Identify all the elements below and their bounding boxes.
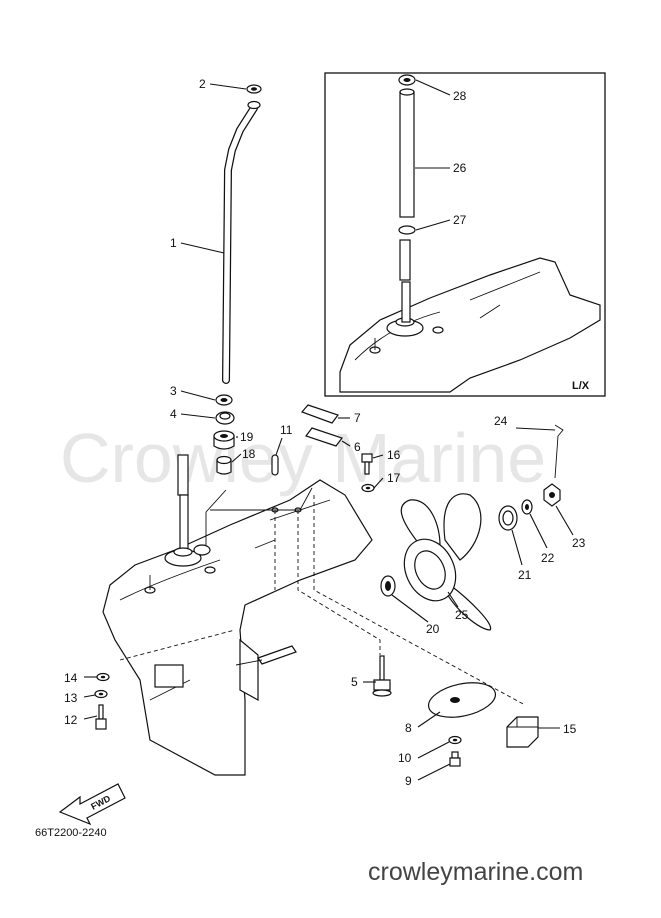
- anode: [506, 716, 560, 748]
- bolt-16-17: [361, 453, 384, 493]
- callout-11: 11: [280, 423, 293, 437]
- part-code-label: 66T2200-2240: [35, 827, 107, 839]
- callout-15: 15: [563, 722, 577, 736]
- callout-10: 10: [398, 751, 412, 765]
- callout-24: 24: [494, 414, 508, 428]
- bolt-12-13-14: [83, 672, 110, 730]
- callout-26: 26: [453, 161, 467, 175]
- callout-7: 7: [354, 411, 361, 425]
- callout-23: 23: [572, 536, 586, 550]
- callout-6: 6: [354, 440, 361, 454]
- callout-1: 1: [170, 236, 177, 250]
- seal-parts: [180, 411, 242, 475]
- water-tube-assembly: [180, 83, 262, 406]
- callout-4: 4: [170, 407, 177, 421]
- bolt-9-10: [417, 735, 462, 781]
- callout-12: 12: [64, 713, 78, 727]
- callout-5: 5: [351, 675, 358, 689]
- plate-parts: [300, 404, 351, 447]
- callout-13: 13: [64, 691, 78, 705]
- callout-8: 8: [405, 721, 412, 735]
- watermark-text: Crowley Marine: [60, 419, 546, 497]
- propeller: [400, 493, 492, 631]
- prop-nut-set: [498, 424, 574, 566]
- callout-20: 20: [426, 622, 440, 636]
- callout-9: 9: [405, 774, 412, 788]
- footer-url: crowleymarine.com: [368, 858, 583, 886]
- callout-14: 14: [64, 671, 78, 685]
- callout-18: 18: [242, 447, 256, 461]
- callout-19: 19: [240, 430, 254, 444]
- trim-tab: [417, 682, 497, 728]
- inset-lx-box: L/X: [324, 72, 606, 397]
- callout-2: 2: [199, 77, 206, 91]
- thrust-washer: [380, 575, 429, 623]
- callout-21: 21: [518, 568, 532, 582]
- inset-lx-label: L/X: [572, 380, 590, 392]
- lower-casing: [102, 454, 526, 776]
- callout-25: 25: [455, 608, 469, 622]
- fwd-arrow-icon: FWD: [58, 783, 126, 826]
- callout-28: 28: [453, 89, 467, 103]
- callout-3: 3: [170, 384, 177, 398]
- callout-17: 17: [387, 471, 401, 485]
- callout-labels: 1 2 3 4 5 6 7 8 9 10 11 12 13 14 15 16 1…: [64, 77, 586, 788]
- callout-16: 16: [387, 448, 401, 462]
- pin-part: [271, 437, 283, 476]
- callout-27: 27: [453, 213, 467, 227]
- bolt-5: [363, 655, 392, 697]
- callout-22: 22: [541, 551, 555, 565]
